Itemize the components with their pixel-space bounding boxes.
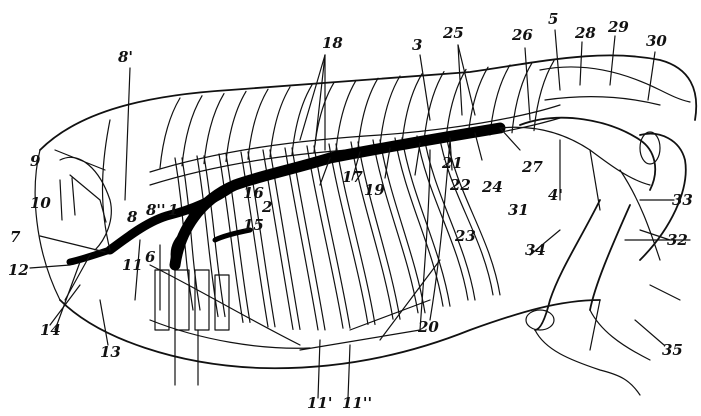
leader-line [30,265,70,268]
spinous-process [380,76,400,146]
leader-line [40,236,105,252]
label-24: 24 [481,178,503,196]
label-7: 7 [10,228,21,246]
leader-line [640,230,670,240]
artery-branch [500,128,520,150]
leader-line [300,55,325,140]
leader-line [125,68,130,200]
artery-branch [590,150,600,210]
label-26: 26 [511,26,533,44]
label-16: 16 [243,184,264,202]
artery-branch [300,330,420,350]
label-13: 13 [100,343,121,361]
leader-line [420,55,430,120]
leader-line [525,48,530,120]
sternum [150,265,310,348]
label-32: 32 [667,231,688,249]
label-19: 19 [364,181,385,199]
leader-line [50,285,80,325]
spinous-process [336,80,356,150]
leader-line [610,36,615,85]
label-23: 23 [454,227,476,245]
rib [285,148,318,330]
spinous-process [160,98,180,168]
label-11double-prime: 11'' [342,394,372,412]
label-28: 28 [574,24,596,42]
label-6: 6 [145,248,156,266]
artery-branch [500,127,650,185]
label-8: 8 [127,208,138,226]
label-11prime: 11' [307,394,332,412]
label-25: 25 [442,24,464,42]
label-10: 10 [30,194,51,212]
label-21: 21 [441,154,463,172]
artery-branch [650,285,680,300]
rib [292,148,325,330]
leader-line [100,300,108,345]
label-35: 35 [662,341,683,359]
label-34: 34 [525,241,546,259]
leader-line [318,340,320,398]
leader-line [348,345,350,398]
label-8prime: 8' [118,48,133,66]
label-31: 31 [508,201,529,219]
label-27: 27 [521,158,543,176]
spinous-process [358,78,378,148]
spinous-process [182,96,202,166]
label-29: 29 [607,18,629,36]
label-8double-prime: 8'' [146,201,166,219]
spinous-process [270,87,290,157]
spinous-process [314,83,334,153]
leader-line [315,55,325,145]
artery-branch [55,262,80,330]
leader-line [635,320,664,345]
spinous-process [204,94,224,164]
spinous-process [292,85,312,155]
label-18: 18 [322,34,343,52]
label-20: 20 [417,318,439,336]
label-30: 30 [646,32,667,50]
vertebral-column [150,61,690,185]
label-15: 15 [243,216,264,234]
label-3: 3 [412,36,422,54]
label-11: 11 [122,256,143,274]
label-12: 12 [8,261,29,279]
label-33: 33 [672,191,693,209]
label-5: 5 [548,10,558,28]
label-17: 17 [342,168,363,186]
rib [373,140,418,313]
artery-branch [70,175,100,200]
label-22: 22 [449,176,471,194]
artery-branch [590,300,600,350]
artery-branch [55,150,105,170]
leader-line [580,42,582,85]
label-14: 14 [40,321,61,339]
label-1: 1 [168,201,178,219]
label-9: 9 [30,152,41,170]
label-4prime: 4' [548,186,563,204]
